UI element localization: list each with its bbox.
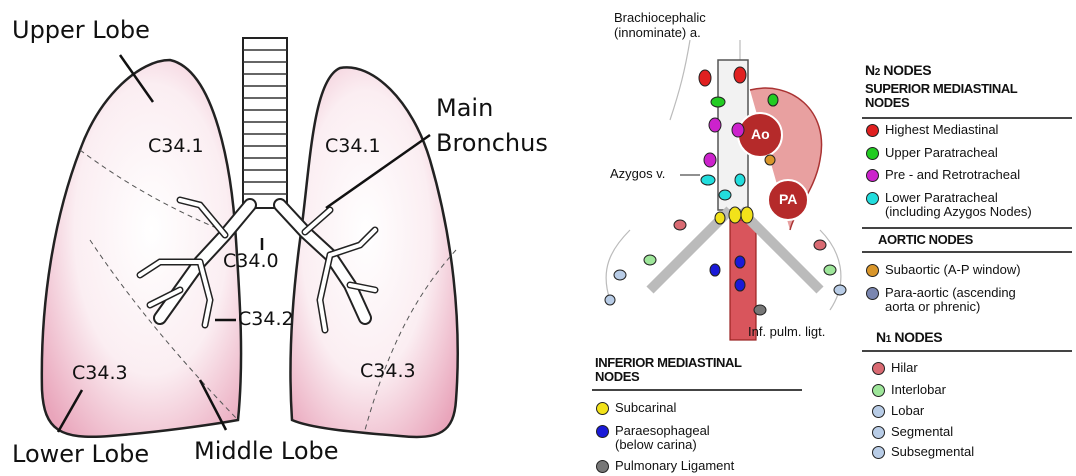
legend-item-paraesophageal: Paraesophageal (below carina)	[596, 424, 710, 452]
inf-pulm-ligt-label: Inf. pulm. ligt.	[748, 324, 825, 339]
code-c34-2: C34.2	[238, 308, 294, 330]
legend-item-hilar: Hilar	[872, 361, 918, 375]
main-bronchus-label-line1: Main	[436, 94, 493, 122]
slate-node-icon	[866, 287, 879, 300]
middle-lobe-label: Middle Lobe	[194, 437, 339, 465]
legend-item-highest-mediastinal: Highest Mediastinal	[866, 123, 998, 137]
code-c34-3-right: C34.3	[360, 360, 416, 382]
code-c34-3-left: C34.3	[72, 362, 128, 384]
yellow-node-icon	[596, 402, 609, 415]
legend-item-lobar: Lobar	[872, 404, 924, 418]
magenta-node-icon	[866, 169, 879, 182]
orange-node-icon	[866, 264, 879, 277]
blue-node-icon	[596, 425, 609, 438]
trachea	[243, 38, 287, 208]
gray-node-icon	[596, 460, 609, 473]
light-blue-node-icon	[872, 446, 885, 459]
aortic-nodes-title: AORTIC NODES	[878, 233, 973, 247]
brachiocephalic-label: Brachiocephalic (innominate) a.	[614, 10, 706, 40]
main-bronchus-label-line2: Bronchus	[436, 129, 548, 157]
code-c34-1-right: C34.1	[325, 135, 381, 157]
legend-item-segmental: Segmental	[872, 425, 953, 439]
code-c34-1-left: C34.1	[148, 135, 204, 157]
legend-item-para-aortic: Para-aortic (ascending aorta or phrenic)	[866, 286, 1016, 314]
legend-item-upper-paratracheal: Upper Paratracheal	[866, 146, 998, 160]
mediastinal-node-illustration	[590, 30, 860, 350]
pa-label: PA	[779, 192, 797, 207]
lung-illustration	[0, 0, 580, 476]
upper-lobe-label: Upper Lobe	[12, 16, 150, 44]
legend-item-lower-paratracheal: Lower Paratracheal (including Azygos Nod…	[866, 191, 1032, 219]
pink-node-icon	[872, 362, 885, 375]
legend-item-subsegmental: Subsegmental	[872, 445, 974, 459]
ao-label: Ao	[751, 127, 770, 142]
light-green-node-icon	[872, 384, 885, 397]
green-node-icon	[866, 147, 879, 160]
legend-item-subaortic: Subaortic (A-P window)	[866, 263, 1021, 277]
lower-lobe-label: Lower Lobe	[12, 440, 149, 468]
legend-item-pulmonary-ligament: Pulmonary Ligament	[596, 459, 734, 473]
n2-nodes-title: N2 NODES	[865, 63, 931, 80]
legend-item-pre-retrotracheal: Pre - and Retrotracheal	[866, 168, 1020, 182]
red-node-icon	[866, 124, 879, 137]
light-blue-node-icon	[872, 405, 885, 418]
legend-item-interlobar: Interlobar	[872, 383, 946, 397]
code-c34-0: C34.0	[223, 250, 279, 272]
inferior-mediastinal-title: INFERIOR MEDIASTINAL NODES	[595, 356, 742, 384]
superior-mediastinal-title: SUPERIOR MEDIASTINAL NODES	[865, 82, 1017, 110]
n1-nodes-title: N1 NODES	[876, 330, 942, 347]
light-blue-node-icon	[872, 426, 885, 439]
legend-item-subcarinal: Subcarinal	[596, 401, 676, 415]
azygos-label: Azygos v.	[610, 166, 665, 181]
cyan-node-icon	[866, 192, 879, 205]
